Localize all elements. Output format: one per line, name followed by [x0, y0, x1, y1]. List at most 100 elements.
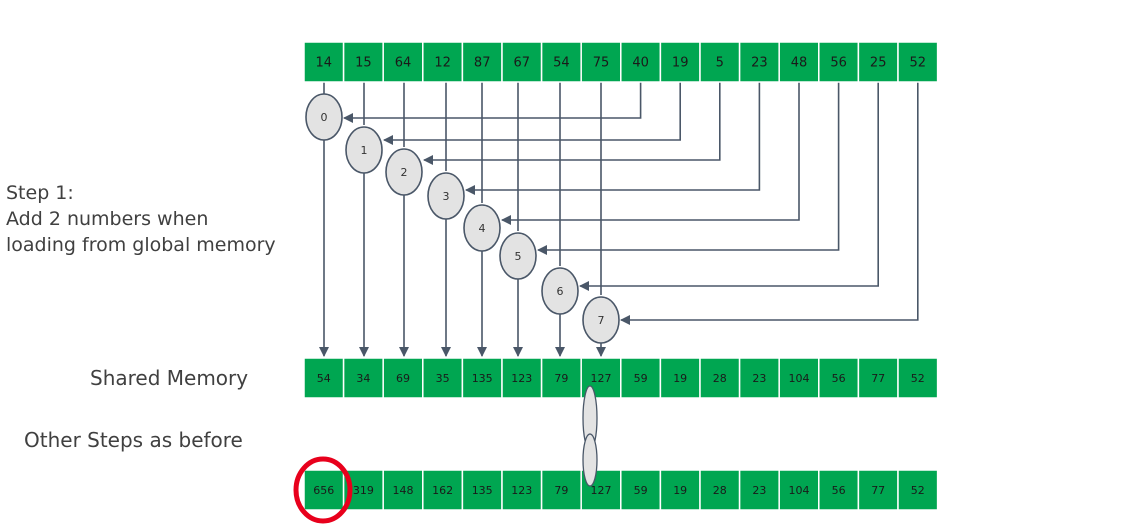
shared-cell-box: [303, 357, 345, 399]
shared-cell: 79: [540, 357, 582, 399]
result-cell-box: [540, 469, 582, 511]
result-cell-value: 656: [313, 484, 334, 497]
result-cell: 19: [659, 469, 701, 511]
input-cell-value: 19: [672, 56, 689, 71]
step-node-ellipse: [582, 433, 598, 487]
thread-node-label: 2: [401, 166, 408, 179]
input-cell-value: 75: [593, 56, 610, 71]
shared-cell: 69: [382, 357, 424, 399]
input-cell: 87: [461, 41, 503, 83]
shared-cell-value: 23: [752, 372, 766, 385]
input-cell: 19: [659, 41, 701, 83]
shared-cell-value: 69: [396, 372, 410, 385]
shared-cell-box: [699, 357, 741, 399]
input-cell: 12: [422, 41, 464, 83]
shared-cell-box: [422, 357, 464, 399]
shared-cell-value: 135: [472, 372, 493, 385]
result-cell-box: [501, 469, 543, 511]
result-cell: 162: [422, 469, 464, 511]
result-cell-box: [897, 469, 939, 511]
thread-node: 2: [385, 148, 423, 196]
result-cell-box: [699, 469, 741, 511]
input-cell-box: [659, 41, 701, 83]
shared-cell-box: [818, 357, 860, 399]
input-cell: 25: [857, 41, 899, 83]
input-cell: 40: [620, 41, 662, 83]
result-cell: 79: [540, 469, 582, 511]
thread-node-shape: [541, 267, 579, 315]
arrow-line: [343, 82, 642, 123]
arrow-line: [579, 82, 880, 291]
result-cell: 52: [897, 469, 939, 511]
arrow-line: [537, 82, 840, 255]
input-cell-box: [620, 41, 662, 83]
result-cell-value: 123: [511, 484, 532, 497]
input-cell-value: 64: [395, 56, 412, 71]
result-cell: 104: [778, 469, 820, 511]
input-cell-box: [699, 41, 741, 83]
result-cell-box: [620, 469, 662, 511]
input-cell-value: 25: [870, 56, 887, 71]
result-cell-value: 162: [432, 484, 453, 497]
shared-cell: 54: [303, 357, 345, 399]
input-cell-box: [738, 41, 780, 83]
result-cell-value: 127: [591, 484, 612, 497]
thread-node: 5: [499, 232, 537, 280]
shared-cell-value: 59: [634, 372, 648, 385]
input-cell: 14: [303, 41, 345, 83]
thread-node-label: 1: [361, 144, 368, 157]
result-highlight-circle: [293, 456, 353, 524]
input-cell-box: [857, 41, 899, 83]
arrow-line: [620, 82, 919, 325]
shared-cell-value: 35: [436, 372, 450, 385]
result-cell-value: 148: [393, 484, 414, 497]
shared-cell: 59: [620, 357, 662, 399]
input-cell-value: 23: [751, 56, 768, 71]
shared-cell-value: 52: [911, 372, 925, 385]
result-cell: 135: [461, 469, 503, 511]
result-cell-value: 28: [713, 484, 727, 497]
thread-node: 1: [345, 126, 383, 174]
thread-node-shape: [582, 296, 620, 344]
thread-node: 7: [582, 296, 620, 344]
input-cell: 56: [818, 41, 860, 83]
result-cell-box: [382, 469, 424, 511]
thread-node-label: 4: [479, 222, 486, 235]
input-cell: 5: [699, 41, 741, 83]
input-cell: 67: [501, 41, 543, 83]
step-label-line-2: Add 2 numbers when: [6, 208, 209, 230]
result-cell-value: 56: [832, 484, 846, 497]
shared-cell: 28: [699, 357, 741, 399]
shared-cell: 123: [501, 357, 543, 399]
shared-cell: 35: [422, 357, 464, 399]
result-cell-value: 135: [472, 484, 493, 497]
shared-cell: 135: [461, 357, 503, 399]
shared-cell: 77: [857, 357, 899, 399]
input-cell-value: 52: [910, 56, 927, 71]
shared-cell-value: 77: [871, 372, 885, 385]
shared-cell: 23: [738, 357, 780, 399]
result-cell-value: 59: [634, 484, 648, 497]
input-cell: 48: [778, 41, 820, 83]
shared-cell: 34: [342, 357, 384, 399]
shared-cell-value: 56: [832, 372, 846, 385]
input-cell-value: 14: [316, 56, 333, 71]
thread-node: 0: [305, 93, 343, 141]
shared-cell-box: [501, 357, 543, 399]
input-cell-box: [778, 41, 820, 83]
shared-cell-box: [897, 357, 939, 399]
input-cell-box: [461, 41, 503, 83]
shared-cell: 19: [659, 357, 701, 399]
step-label-line-1: Step 1:: [6, 182, 74, 204]
input-cell: 15: [342, 41, 384, 83]
result-cell-box: [818, 469, 860, 511]
input-cell-box: [580, 41, 622, 83]
thread-node-label: 0: [321, 111, 328, 124]
shared-cell-value: 127: [591, 372, 612, 385]
thread-node-shape: [305, 93, 343, 141]
result-cell-value: 52: [911, 484, 925, 497]
result-cell-value: 79: [554, 484, 568, 497]
arrow-line: [465, 82, 761, 195]
